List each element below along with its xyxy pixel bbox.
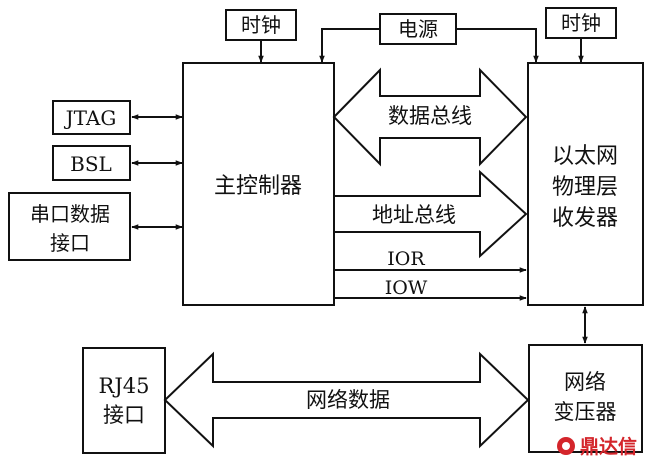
- address-bus-label: 地址总线: [372, 203, 456, 227]
- serial-label-line2: 接口: [50, 231, 90, 255]
- jtag-block: JTAG: [52, 100, 131, 135]
- power-block: 电源: [379, 13, 457, 45]
- power-to-phy-arrow: [456, 28, 539, 63]
- jtag-label: JTAG: [64, 106, 117, 130]
- watermark-text: 鼎达信: [580, 435, 637, 458]
- ior-label: IOR: [387, 248, 425, 270]
- network-data-label: 网络数据: [306, 388, 390, 412]
- iow-label: IOW: [385, 277, 428, 299]
- rj45-label-line2: 接口: [103, 403, 145, 427]
- rj45-block: RJ45 接口: [82, 347, 166, 454]
- watermark: 鼎达信: [557, 435, 637, 458]
- bsl-block: BSL: [52, 145, 131, 181]
- phy-label-line2: 物理层: [552, 175, 618, 200]
- serial-interface-block: 串口数据 接口: [8, 192, 131, 261]
- clock-left-block: 时钟: [225, 9, 297, 41]
- main-controller-label: 主控制器: [214, 174, 302, 199]
- transformer-label-line1: 网络: [564, 370, 606, 394]
- network-transformer-block: 网络 变压器: [528, 344, 643, 453]
- network-data-arrow: 网络数据: [163, 351, 530, 449]
- clock-left-label: 时钟: [241, 13, 281, 37]
- power-label: 电源: [398, 17, 438, 41]
- data-bus-arrow: 数据总线: [332, 67, 528, 167]
- power-to-controller-arrow: [319, 28, 380, 63]
- phy-label-line3: 收发器: [552, 206, 618, 231]
- address-bus-arrow: 地址总线: [333, 169, 528, 259]
- transformer-label-line2: 变压器: [554, 400, 617, 424]
- bsl-label: BSL: [70, 152, 112, 176]
- ethernet-phy-block: 以太网 物理层 收发器: [527, 62, 644, 306]
- clock-right-label: 时钟: [561, 11, 601, 35]
- clock-right-block: 时钟: [545, 7, 617, 39]
- rj45-label-line1: RJ45: [99, 374, 150, 398]
- data-bus-label: 数据总线: [388, 104, 472, 128]
- serial-label-line1: 串口数据: [30, 202, 110, 226]
- main-controller-block: 主控制器: [182, 62, 335, 306]
- phy-label-line1: 以太网: [552, 144, 618, 169]
